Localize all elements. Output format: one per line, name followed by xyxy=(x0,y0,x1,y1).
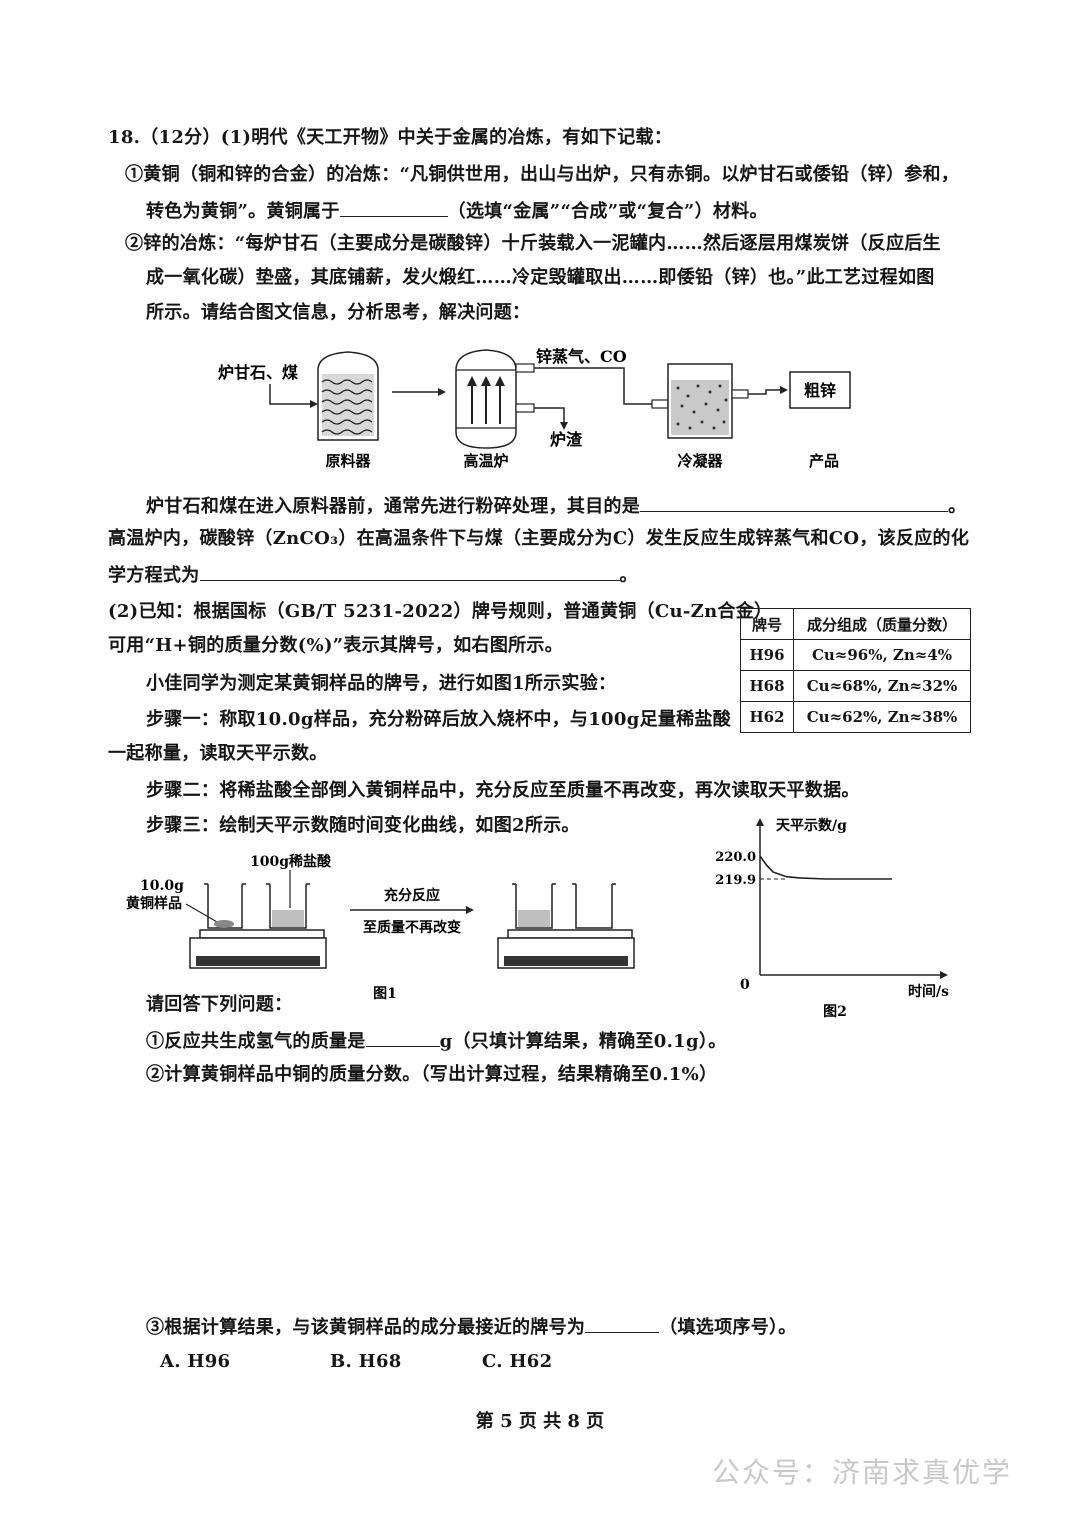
flow-input-arrow xyxy=(269,384,310,405)
zinc-text-line2: 成一氧化碳）垫盛，其底铺薪，发火煅红……冷定毁罐取出……即倭铅（锌）也。”此工艺… xyxy=(146,267,935,288)
table-row: H68 Cu≈68%, Zn≈32% xyxy=(740,670,971,702)
reaction-text-b: 。 xyxy=(619,565,638,586)
step3-line: 步骤三：绘制天平示数随时间变化曲线，如图2所示。 xyxy=(146,815,580,836)
brass-text-line1: ①黄铜（铜和锌的合金）的冶炼：“凡铜供世用，出山与出炉，只有赤铜。以炉甘石或倭铅… xyxy=(125,164,960,185)
table-row: H62 Cu≈62%, Zn≈38% xyxy=(740,701,971,733)
question-c-text-2: （填选项序号）。 xyxy=(659,1317,797,1338)
fig1-arrowhead xyxy=(466,906,474,914)
zinc-process-diagram: 炉甘石、煤 锌蒸气、CO 炉渣 xyxy=(218,347,851,470)
table-header-composition: 成分组成（质量分数） xyxy=(793,608,971,640)
brass-text-line2b: （选填“金属”“合成”或“复合”）材料。 xyxy=(447,201,768,222)
caption-product: 产品 xyxy=(809,452,839,470)
table-cell-grade: H68 xyxy=(740,670,794,702)
fig1-sample-label-2: 黄铜样品 xyxy=(126,895,182,912)
answer-blank-equation[interactable] xyxy=(199,562,620,581)
fig1-acid-label: 100g稀盐酸 xyxy=(250,853,332,870)
table-cell-grade: H62 xyxy=(740,701,794,733)
flow-zinc-vapor-label: 锌蒸气、CO xyxy=(536,347,627,366)
series-line xyxy=(759,855,892,880)
table-cell-composition: Cu≈96%, Zn≈4% xyxy=(793,639,971,671)
brass-text-line2: 转色为黄铜”。黄铜属于 （选填“金属”“合成”或“复合”）材料。 xyxy=(146,198,768,224)
fig2-caption: 图2 xyxy=(823,1004,847,1020)
caption-furnace: 高温炉 xyxy=(463,452,508,470)
caption-raw-material: 原料器 xyxy=(325,452,371,470)
condenser xyxy=(651,363,749,439)
flow-input-arrowhead xyxy=(310,400,318,408)
flow-arrow-product-head xyxy=(780,386,788,394)
zinc-text-line3: 所示。请结合图文信息，分析思考，解决问题： xyxy=(146,302,531,323)
questions-intro: 请回答下列问题： xyxy=(146,994,293,1015)
question-header: 18.（12分）(1)明代《天工开物》中关于金属的冶炼，有如下记载： xyxy=(108,127,673,148)
figure-1-experiment: 10.0g 黄铜样品 100g稀盐酸 充分反应 至质量不再改变 图1 xyxy=(126,853,635,1002)
question-c-text: ③根据计算结果，与该黄铜样品的成分最接近的牌号为 xyxy=(146,1317,586,1338)
zinc-text-line1: ②锌的冶炼：“每炉甘石（主要成分是碳酸锌）十斤装载入一泥罐内……然后逐层用煤炭饼… xyxy=(125,233,941,254)
fig1-caption: 图1 xyxy=(373,986,397,1002)
crush-text-a: 炉甘石和煤在进入原料器前，通常先进行粉碎处理，其目的是 xyxy=(146,496,641,517)
reaction-line1: 高温炉内，碳酸锌（ZnCO₃）在高温条件下与煤（主要成分为C）发生反应生成锌蒸气… xyxy=(108,528,970,549)
flow-slag-arrow xyxy=(534,407,565,422)
product-box-label: 粗锌 xyxy=(804,381,836,400)
product-box xyxy=(789,371,851,409)
step2-line: 步骤二：将稀盐酸全部倒入黄铜样品中，充分反应至质量不再改变，再次读取天平数据。 xyxy=(146,780,860,801)
x-axis-arrowhead xyxy=(940,971,948,979)
flow-vapor-pipe xyxy=(534,367,652,405)
caption-condenser: 冷凝器 xyxy=(677,452,723,470)
flow-arrow-1-head xyxy=(438,388,446,396)
fig1-sample-label-1: 10.0g xyxy=(140,878,184,894)
watermark: 公众号：济南求真优学 xyxy=(712,1456,1013,1489)
balance-before xyxy=(189,883,327,969)
question-a-text: ①反应共生成氢气的质量是 xyxy=(146,1031,366,1052)
fig1-arrow-top-label: 充分反应 xyxy=(384,887,440,904)
flow-input-label: 炉甘石、煤 xyxy=(218,363,298,382)
page-footer: 第 5 页 共 8 页 xyxy=(475,1411,605,1432)
question-b-line: ②计算黄铜样品中铜的质量分数。（写出计算过程，结果精确至0.1%） xyxy=(146,1064,718,1085)
part2-line3: 小佳同学为测定某黄铜样品的牌号，进行如图1所示实验： xyxy=(146,673,617,694)
answer-blank-material[interactable] xyxy=(339,198,448,217)
x-axis-label: 时间/s xyxy=(908,983,949,1000)
table-cell-composition: Cu≈62%, Zn≈38% xyxy=(793,701,971,733)
table-cell-grade: H96 xyxy=(740,639,794,671)
step1-line-b: 一起称量，读取天平示数。 xyxy=(108,743,328,764)
reaction-text-a: 学方程式为 xyxy=(108,565,200,586)
reaction-line2: 学方程式为 。 xyxy=(108,562,638,588)
y-tick-label: 220.0 xyxy=(715,850,756,865)
raw-material-vessel xyxy=(317,351,379,441)
y-axis-arrowhead xyxy=(756,818,764,826)
flow-arrow-product xyxy=(748,389,780,395)
part2-line1: (2)已知：根据国标（GB/T 5231-2022）牌号规则，普通黄铜（Cu-Z… xyxy=(108,601,773,622)
crush-line: 炉甘石和煤在进入原料器前，通常先进行粉碎处理，其目的是 。 xyxy=(146,493,966,519)
y-axis-label: 天平示数/g xyxy=(776,817,847,834)
table-row: H96 Cu≈96%, Zn≈4% xyxy=(740,639,971,671)
origin-label: 0 xyxy=(740,977,750,993)
question-a-text-2: g（只填计算结果，精确至0.1g）。 xyxy=(439,1031,727,1052)
step1-line-a: 步骤一：称取10.0g样品，充分粉碎后放入烧杯中，与100g足量稀盐酸 xyxy=(146,709,732,730)
flow-slag-arrowhead xyxy=(560,422,568,430)
part2-line2: 可用“H+铜的质量分数(%)”表示其牌号，如右图所示。 xyxy=(108,635,564,656)
brass-text-line2a: 转色为黄铜”。黄铜属于 xyxy=(146,201,340,222)
answer-blank-hydrogen[interactable] xyxy=(365,1028,440,1047)
brass-grade-table: 牌号 成分组成（质量分数） H96 Cu≈96%, Zn≈4% H68 Cu≈6… xyxy=(740,608,971,733)
table-cell-composition: Cu≈68%, Zn≈32% xyxy=(793,670,971,702)
answer-blank-grade[interactable] xyxy=(585,1314,660,1333)
table-header-grade: 牌号 xyxy=(740,608,794,640)
crush-text-b: 。 xyxy=(948,496,967,517)
figure-2-chart: 天平示数/g 时间/s 0 220.0 219.9 图2 xyxy=(715,817,949,1020)
option-b[interactable]: B. H68 xyxy=(330,1351,402,1372)
table-header-row: 牌号 成分组成（质量分数） xyxy=(740,608,971,640)
flow-slag-label: 炉渣 xyxy=(550,430,583,449)
high-temp-furnace xyxy=(455,349,535,449)
y-tick-label: 219.9 xyxy=(715,873,756,888)
question-a-line: ①反应共生成氢气的质量是 g（只填计算结果，精确至0.1g）。 xyxy=(146,1028,727,1054)
answer-blank-purpose[interactable] xyxy=(640,493,949,512)
question-c-line: ③根据计算结果，与该黄铜样品的成分最接近的牌号为 （填选项序号）。 xyxy=(146,1314,797,1340)
option-c[interactable]: C. H62 xyxy=(482,1351,553,1372)
option-a[interactable]: A. H96 xyxy=(160,1351,231,1372)
balance-after xyxy=(497,883,635,969)
fig1-arrow-bottom-label: 至质量不再改变 xyxy=(363,919,461,936)
